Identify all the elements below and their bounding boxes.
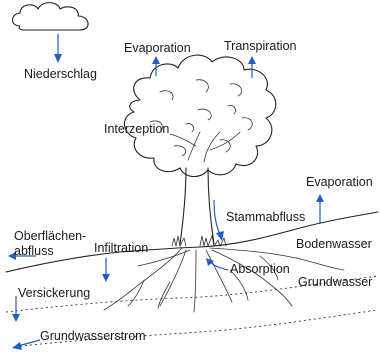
infiltration-arrow [102,258,110,282]
label-oberflaechen: Oberflächen- [14,229,86,243]
label-interzeption: Interzeption [104,122,169,136]
groundwater-flow-line [19,309,379,347]
roots [103,247,345,313]
groundwater-stream-arrow [12,339,41,350]
evaporation-top-arrow [152,56,160,76]
label-grundwasserstrom: Grundwasserstrom [40,329,146,343]
tree-crown [123,54,277,178]
label-abfluss: abfluss [14,244,54,258]
grass [171,234,227,248]
label-infiltration: Infiltration [94,241,148,255]
label-bodenwasser: Bodenwasser [296,237,372,251]
label-evaporation-top: Evaporation [124,41,191,55]
precipitation-arrow [54,34,62,63]
percolation-arrow [12,296,20,322]
label-absorption: Absorption [230,262,290,276]
label-versickerung: Versickerung [18,286,90,300]
label-niederschlag: Niederschlag [24,67,97,81]
absorption-arrow [206,258,229,271]
label-stammabfluss: Stammabfluss [226,210,305,224]
transpiration-arrow [248,56,256,78]
tree-trunk [179,167,215,245]
label-evaporation-right: Evaporation [306,175,373,189]
label-grundwasser: Grundwasser [298,275,372,289]
evaporation-right-arrow [316,194,324,224]
cloud [11,2,89,31]
surface-runoff-arrow [8,252,36,260]
label-transpiration: Transpiration [224,39,297,53]
stemflow-arrow [213,199,224,241]
